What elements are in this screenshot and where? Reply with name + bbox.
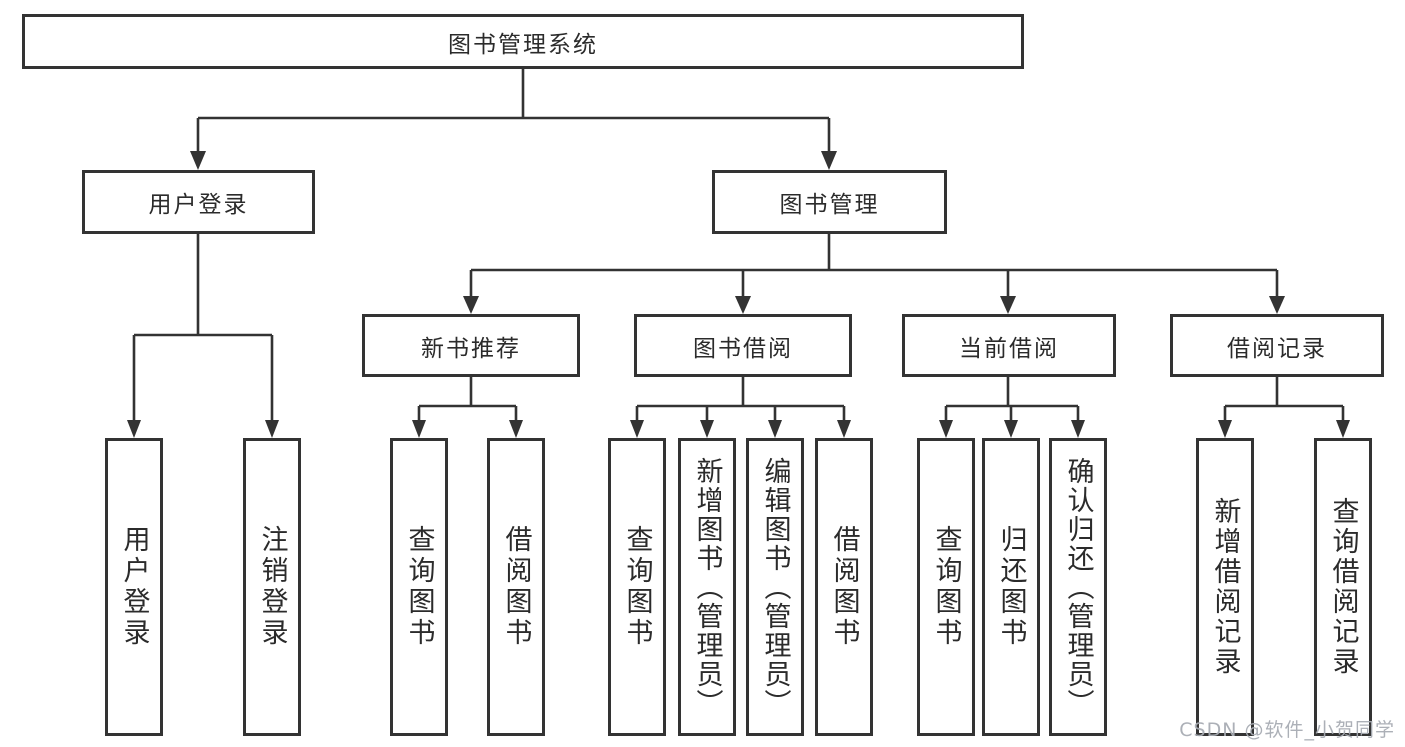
node-new-book-recommendation: 新书推荐 (362, 314, 580, 377)
node-book-borrowing: 图书借阅 (634, 314, 852, 377)
leaf-borrow-books: 借阅图书 (815, 438, 873, 736)
leaf-query-books: 查询图书 (917, 438, 975, 736)
leaf-edit-books-admin: 编辑图书（管理员） (746, 438, 804, 736)
node-current-borrowing: 当前借阅 (902, 314, 1116, 377)
node-label: 用户登录 (118, 525, 150, 649)
node-label: 当前借阅 (959, 335, 1059, 362)
csdn-watermark: CSDN @软件_小贺同学 (1179, 719, 1395, 741)
node-label: 借阅图书 (828, 525, 860, 649)
leaf-logout: 注销登录 (243, 438, 301, 736)
node-label: 新增图书（管理员） (691, 456, 723, 718)
node-book-management-branch: 图书管理 (712, 170, 947, 234)
node-label: 新书推荐 (421, 335, 521, 362)
leaf-confirm-return-admin: 确认归还（管理员） (1049, 438, 1107, 736)
node-label: 确认归还（管理员） (1062, 456, 1094, 718)
leaf-query-borrow-record: 查询借阅记录 (1314, 438, 1372, 736)
node-user-login-branch: 用户登录 (82, 170, 315, 234)
leaf-add-borrow-record: 新增借阅记录 (1196, 438, 1254, 736)
leaf-add-books-admin: 新增图书（管理员） (678, 438, 736, 736)
node-borrowing-records: 借阅记录 (1170, 314, 1384, 377)
leaf-query-books: 查询图书 (608, 438, 666, 736)
node-label: 图书管理系统 (448, 31, 598, 58)
leaf-user-login: 用户登录 (105, 438, 163, 736)
node-label: 查询借阅记录 (1327, 497, 1359, 677)
leaf-query-books: 查询图书 (390, 438, 448, 736)
node-label: 图书借阅 (693, 335, 793, 362)
node-label: 注销登录 (256, 525, 288, 649)
node-label: 借阅图书 (500, 525, 532, 649)
node-label: 新增借阅记录 (1209, 497, 1241, 677)
leaf-return-books: 归还图书 (982, 438, 1040, 736)
node-label: 归还图书 (995, 525, 1027, 649)
node-label: 查询图书 (403, 525, 435, 649)
node-label: 图书管理 (779, 192, 880, 218)
node-label: 用户登录 (148, 192, 249, 218)
node-library-management-system: 图书管理系统 (22, 14, 1024, 69)
leaf-borrow-books: 借阅图书 (487, 438, 545, 736)
arrowhead-icons (127, 151, 1350, 438)
node-label: 查询图书 (621, 525, 653, 649)
node-label: 查询图书 (930, 525, 962, 649)
node-label: 借阅记录 (1227, 335, 1327, 362)
node-label: 编辑图书（管理员） (759, 456, 791, 718)
